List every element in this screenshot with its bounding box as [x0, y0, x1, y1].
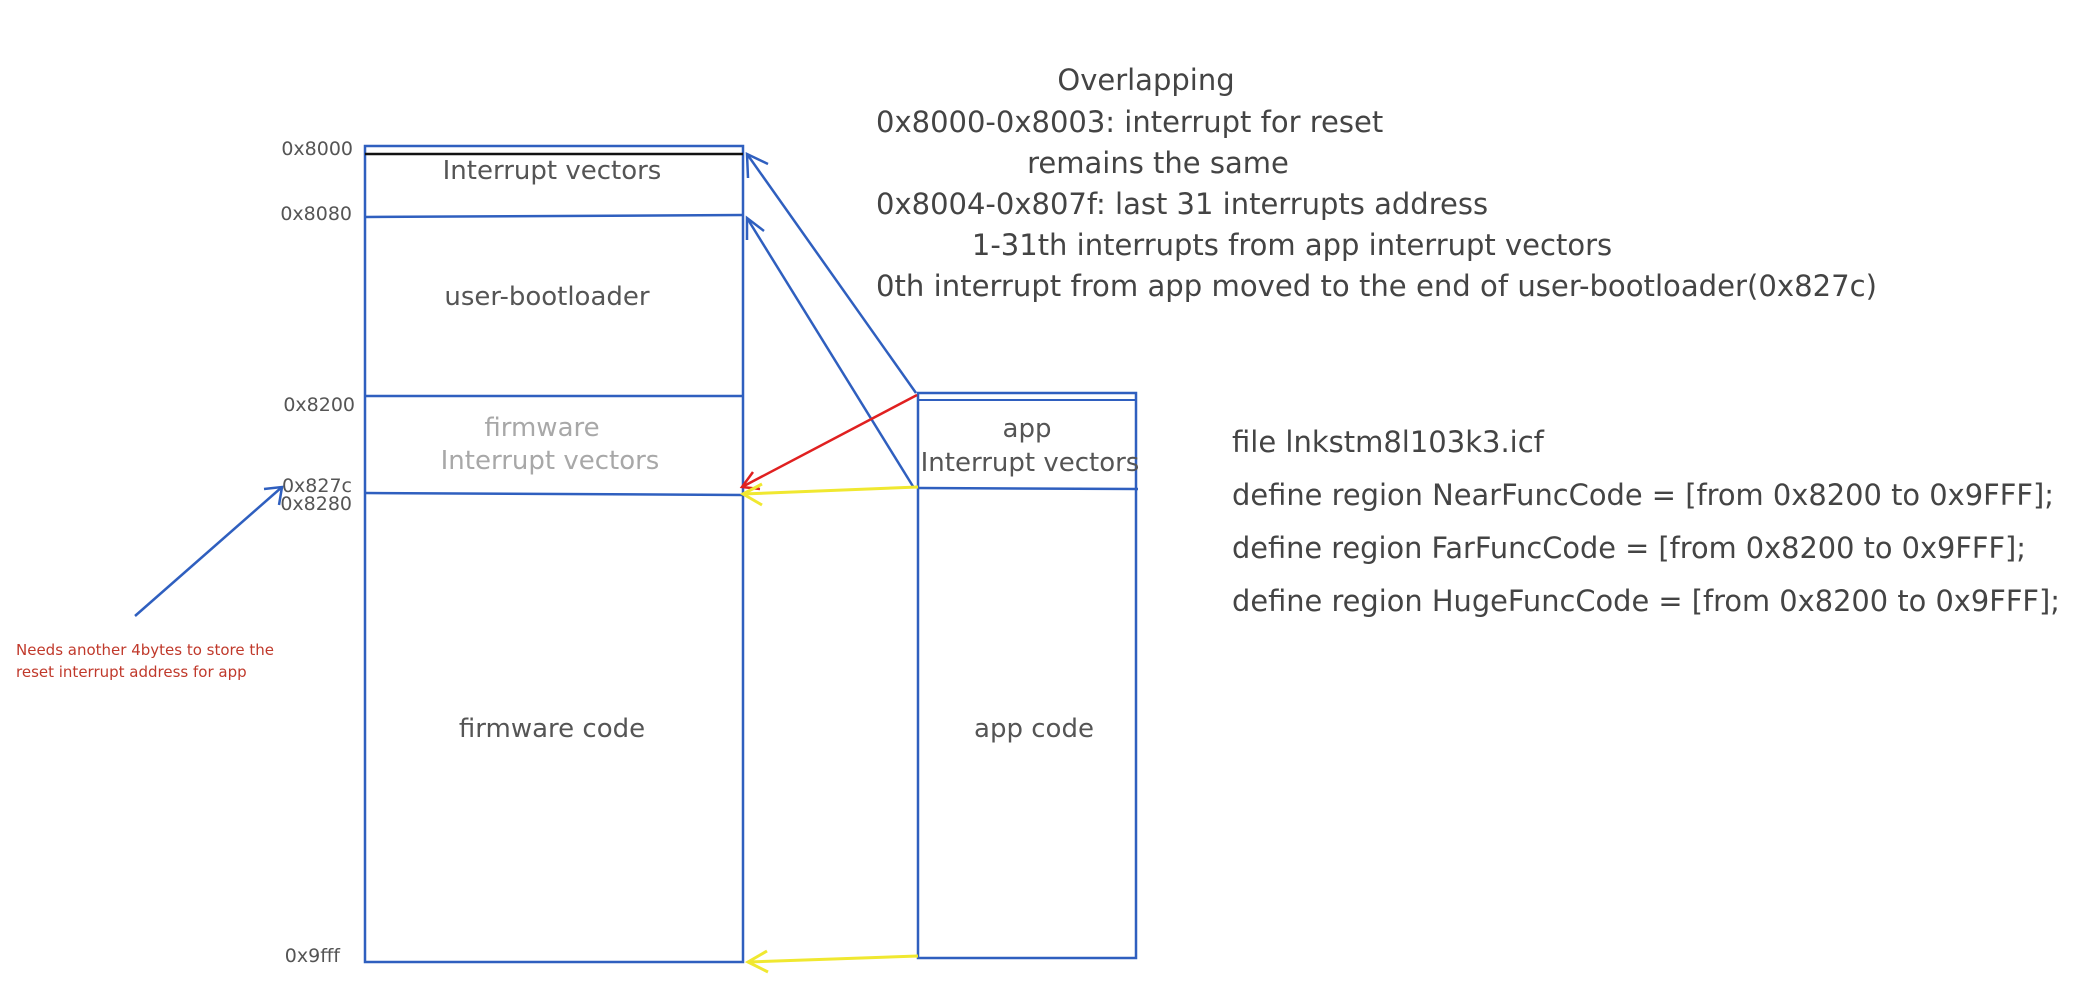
annotation-arrow — [134, 486, 283, 617]
address-0x8200: 0x8200 — [283, 394, 355, 416]
region-firmware-vectors-subtitle: Interrupt vectors — [441, 446, 660, 476]
overlap-title: Overlapping — [1057, 63, 1234, 97]
app-vectors-subtitle: Interrupt vectors — [921, 448, 1140, 478]
divider-8080 — [364, 213, 744, 219]
region-firmware-vectors-title: firmware — [484, 413, 599, 443]
address-0x9fff: 0x9fff — [285, 945, 342, 967]
app-vectors-title: app — [1003, 414, 1052, 444]
address-0x8000: 0x8000 — [281, 138, 353, 160]
annotation-line-1: Needs another 4bytes to store the — [16, 641, 274, 659]
red-arrow — [741, 393, 918, 489]
overlap-moved-note: 0th interrupt from app moved to the end … — [876, 269, 1877, 303]
annotation-arrowhead — [263, 485, 284, 506]
app-code-label: app code — [974, 714, 1094, 744]
yellow-arrowhead-bottom — [744, 949, 769, 974]
yellow-arrow-top — [742, 485, 919, 496]
linker-huge-region: define region HugeFuncCode = [from 0x820… — [1232, 584, 2060, 618]
blue-arrow-to-vectors — [745, 153, 918, 394]
linker-far-region: define region FarFuncCode = [from 0x8200… — [1232, 531, 2026, 565]
linker-file-name: file lnkstm8l103k3.icf — [1232, 425, 1545, 459]
address-0x827c: 0x827c — [282, 475, 352, 497]
region-firmware-code: firmware code — [459, 714, 645, 744]
blue-arrowhead-bootloader — [745, 215, 765, 240]
app-vectors-divider — [917, 486, 1139, 491]
overlap-reset-range: 0x8000-0x8003: interrupt for reset — [876, 105, 1383, 139]
address-0x8280: 0x8280 — [280, 493, 352, 515]
linker-near-region: define region NearFuncCode = [from 0x820… — [1232, 478, 2054, 512]
overlap-vectors-note: 1-31th interrupts from app interrupt vec… — [972, 228, 1612, 262]
address-0x8080: 0x8080 — [280, 203, 352, 225]
overlap-reset-note: remains the same — [1027, 146, 1289, 180]
app-memory-box — [916, 391, 1138, 960]
firmware-memory-box — [363, 144, 745, 964]
annotation-line-2: reset interrupt address for app — [16, 663, 247, 681]
overlap-vectors-range: 0x8004-0x807f: last 31 interrupts addres… — [876, 187, 1488, 221]
region-interrupt-vectors: Interrupt vectors — [443, 156, 662, 186]
region-user-bootloader: user-bootloader — [444, 282, 650, 312]
yellow-arrowhead-top — [739, 482, 763, 507]
divider-8280 — [364, 491, 744, 497]
blue-arrow-to-bootloader — [745, 217, 916, 489]
blue-arrowhead-vectors — [745, 151, 769, 179]
yellow-arrow-bottom — [747, 954, 919, 964]
